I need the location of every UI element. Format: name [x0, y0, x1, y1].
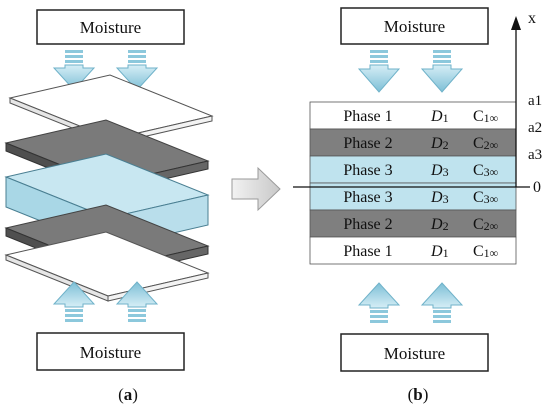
phase-name: Phase 3 [343, 162, 392, 179]
phase-row-band [309, 209, 517, 238]
arrow-down-b-1 [357, 50, 401, 93]
saturation-label: C3∞ [473, 162, 498, 179]
phase-name: Phase 3 [343, 189, 392, 206]
moisture-label: Moisture [384, 17, 445, 36]
phase-name: Phase 1 [343, 243, 392, 260]
diffusivity-label: D1 [430, 243, 449, 260]
moisture-label: Moisture [80, 18, 141, 37]
caption-b: (b) [408, 385, 429, 404]
axis-origin-label: 0 [533, 179, 541, 196]
axis-label-x: x [528, 10, 536, 27]
moisture-label: Moisture [384, 344, 445, 363]
phase-row: Phase 2 D2 C2∞ [309, 128, 517, 157]
arrow-down-a-1 [52, 50, 96, 91]
moisture-box-top-b: Moisture [340, 7, 489, 45]
phase-name: Phase 2 [343, 216, 392, 233]
arrow-up-b-2 [420, 282, 464, 323]
phase-name: Phase 2 [343, 135, 392, 152]
phase-row-band [309, 101, 517, 130]
phase-row: Phase 1 D1 C1∞ [309, 101, 517, 130]
saturation-label: C3∞ [473, 189, 498, 206]
caption-a: (a) [118, 385, 138, 404]
panel-a: Moisture [4, 9, 214, 404]
moisture-box-top-a: Moisture [36, 9, 185, 45]
moisture-box-bottom-a: Moisture [36, 332, 185, 371]
diffusivity-label: D3 [430, 189, 449, 206]
diffusivity-label: D2 [430, 216, 449, 233]
arrow-up-b-1 [357, 282, 401, 323]
saturation-label: C1∞ [473, 243, 498, 260]
tick-label-a3: a3 [528, 147, 542, 163]
arrow-down-a-2 [115, 50, 159, 91]
phase-row: Phase 3 D3 C3∞ [309, 155, 517, 184]
phase-row-band [309, 128, 517, 157]
diffusivity-label: D1 [430, 108, 449, 125]
arrow-down-b-2 [420, 50, 464, 93]
saturation-label: C2∞ [473, 216, 498, 233]
saturation-label: C2∞ [473, 135, 498, 152]
phase-row: Phase 2 D2 C2∞ [309, 209, 517, 238]
diffusivity-label: D3 [430, 162, 449, 179]
transition-arrow [231, 166, 281, 212]
arrow-up-a-1 [52, 281, 96, 322]
tick-label-a2: a2 [528, 120, 542, 136]
phase-name: Phase 1 [343, 108, 392, 125]
saturation-label: C1∞ [473, 108, 498, 125]
tick-label-a1: a1 [528, 93, 542, 109]
phase-row: Phase 1 D1 C1∞ [309, 236, 517, 265]
moisture-box-bottom-b: Moisture [340, 333, 489, 372]
arrow-up-a-2 [115, 281, 159, 322]
moisture-label: Moisture [80, 343, 141, 362]
phase-row-band [309, 155, 517, 184]
phase-row-band [309, 236, 517, 265]
diffusivity-label: D2 [430, 135, 449, 152]
x-axis: x [511, 10, 536, 187]
